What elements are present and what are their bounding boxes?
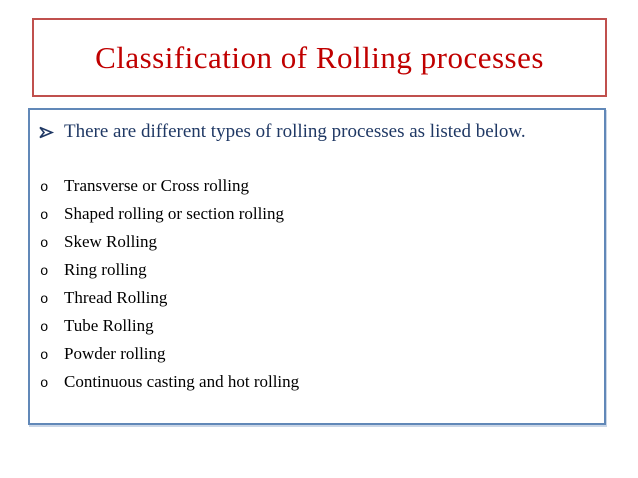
list-item: o Powder rolling	[40, 341, 604, 369]
list-item-text: Powder rolling	[64, 344, 166, 363]
list-item: o Continuous casting and hot rolling	[40, 369, 604, 397]
slide-title: Classification of Rolling processes	[95, 39, 544, 75]
circle-bullet-icon: o	[40, 208, 49, 224]
list-item: o Tube Rolling	[40, 313, 604, 341]
intro-line: There are different types of rolling pro…	[38, 119, 594, 145]
list-item: o Transverse or Cross rolling	[40, 173, 604, 201]
list-item: o Skew Rolling	[40, 229, 604, 257]
list-item-text: Continuous casting and hot rolling	[64, 372, 300, 391]
circle-bullet-icon: o	[40, 376, 49, 392]
list-item-text: Transverse or Cross rolling	[64, 176, 249, 195]
circle-bullet-icon: o	[40, 292, 49, 308]
list-item: o Shaped rolling or section rolling	[40, 201, 604, 229]
list-item-text: Tube Rolling	[64, 316, 154, 335]
circle-bullet-icon: o	[40, 348, 49, 364]
circle-bullet-icon: o	[40, 264, 49, 280]
list-item-text: Thread Rolling	[64, 288, 168, 307]
list-item: o Ring rolling	[40, 257, 604, 285]
circle-bullet-icon: o	[40, 180, 49, 196]
list-item: o Thread Rolling	[40, 285, 604, 313]
intro-text: There are different types of rolling pro…	[64, 121, 526, 142]
content-box: There are different types of rolling pro…	[28, 108, 606, 425]
circle-bullet-icon: o	[40, 236, 49, 252]
bullet-list: o Transverse or Cross rolling o Shaped r…	[30, 173, 604, 397]
arrow-bullet-icon	[38, 124, 64, 141]
list-item-text: Shaped rolling or section rolling	[64, 204, 285, 223]
circle-bullet-icon: o	[40, 320, 49, 336]
title-box: Classification of Rolling processes	[32, 18, 607, 97]
list-item-text: Skew Rolling	[64, 232, 158, 251]
list-item-text: Ring rolling	[64, 260, 147, 279]
